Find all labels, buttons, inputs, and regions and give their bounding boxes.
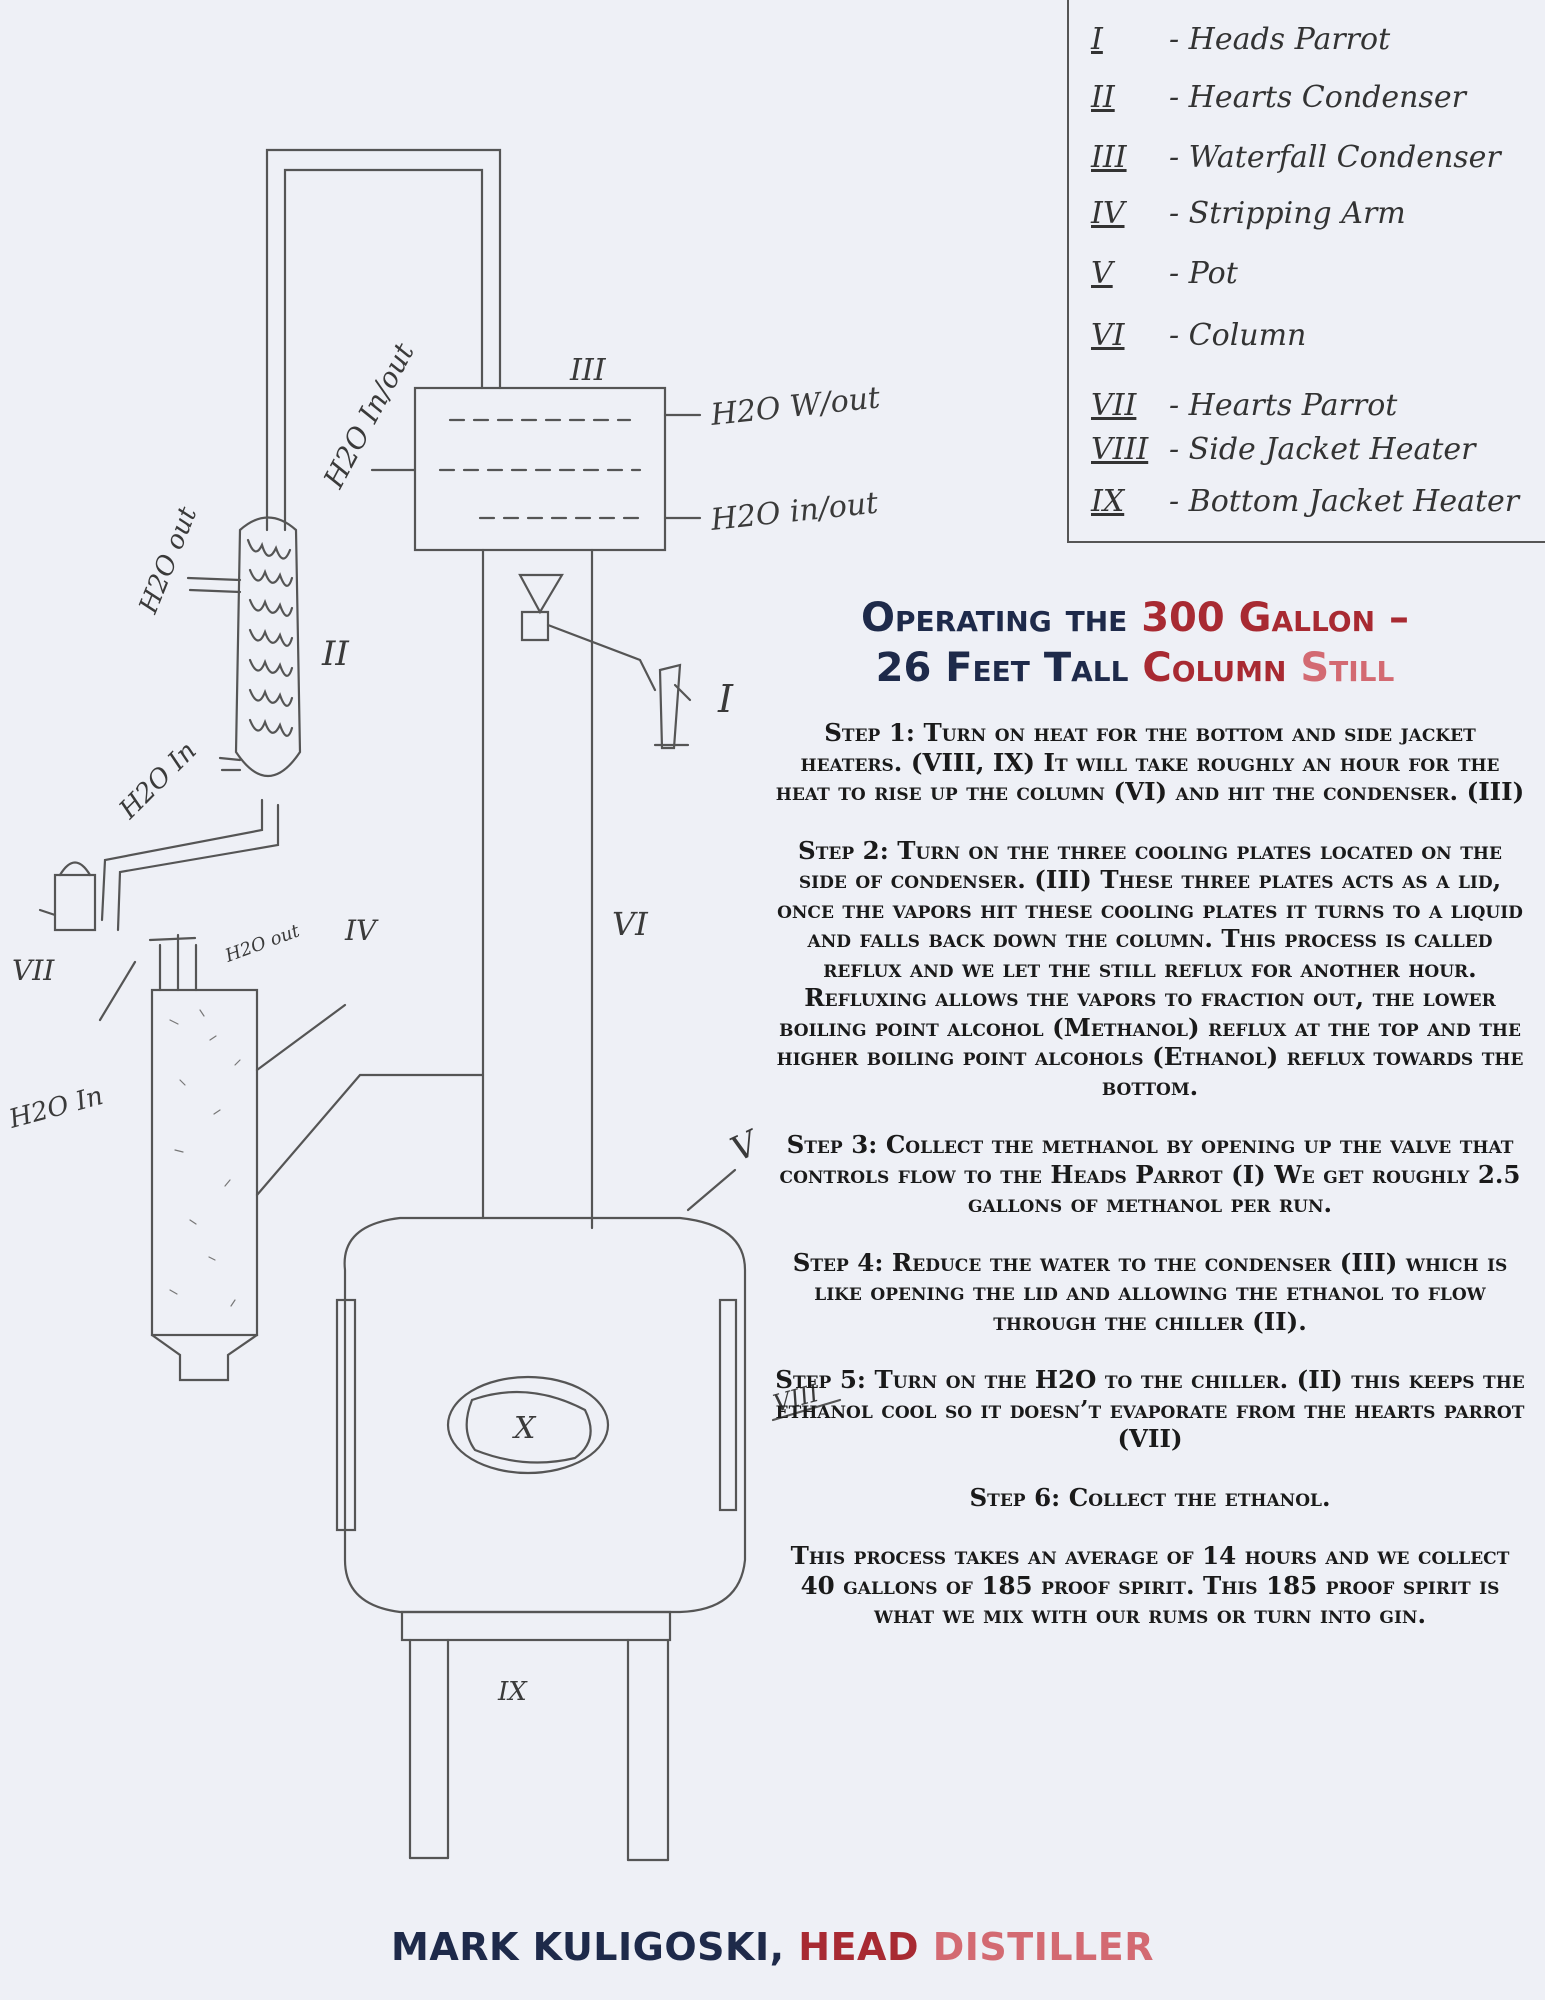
step-1: Step 1: Turn on heat for the bottom and … — [775, 718, 1525, 806]
legend-panel: I- Heads Parrot II- Hearts Condenser III… — [1067, 0, 1545, 543]
stripping-arm-body — [150, 988, 259, 1337]
page-title: Operating the 300 Gallon – 26 Feet Tall … — [861, 595, 1409, 691]
summary: This process takes an average of 14 hour… — [790, 1541, 1510, 1629]
label-column: VI — [612, 905, 649, 943]
legend-item: VII- Hearts Parrot — [1091, 388, 1398, 423]
step-6: Step 6: Collect the ethanol. — [969, 1482, 1331, 1512]
label-pot-x: X — [512, 1411, 537, 1446]
pot-body — [343, 1216, 747, 1614]
label-h2o-out: H2O out — [133, 502, 203, 618]
label-h2o-out-small: H2O out — [222, 920, 303, 967]
label-h2o-in-out-bottom: H2O in/out — [708, 486, 881, 539]
pot-sightglass — [446, 1375, 610, 1475]
label-h2o-w-out: H2O W/out — [708, 380, 882, 433]
label-bottom-jacket: IX — [497, 1677, 528, 1707]
label-hearts-condenser: II — [321, 634, 349, 674]
gooseneck-inner — [283, 168, 484, 532]
label-h2o-in: H2O In — [113, 736, 203, 826]
legend-item: VIII- Side Jacket Heater — [1091, 432, 1476, 467]
step-2: Step 2: Turn on the three cooling plates… — [776, 835, 1524, 1101]
label-h2o-in-low: H2O In — [5, 1081, 106, 1135]
label-stripping-arm: IV — [344, 914, 379, 947]
bottom-jacket — [400, 1610, 672, 1642]
step-4: Step 4: Reduce the water to the condense… — [792, 1247, 1508, 1336]
heads-funnel — [518, 573, 564, 615]
label-pot: V — [725, 1122, 767, 1170]
legend-item: VI- Column — [1091, 318, 1307, 353]
legend-item: IV- Stripping Arm — [1091, 196, 1406, 231]
gooseneck-outer — [265, 148, 502, 532]
legend-item: IX- Bottom Jacket Heater — [1091, 484, 1520, 519]
side-jacket-left — [335, 1298, 357, 1532]
label-heads-parrot: I — [717, 677, 734, 721]
instructions: Step 1: Turn on heat for the bottom and … — [775, 718, 1525, 1659]
label-hearts-parrot: VII — [12, 954, 55, 987]
legend-item: V- Pot — [1091, 256, 1238, 291]
signature: MARK KULIGOSKI, HEAD DISTILLER — [391, 1925, 1154, 1969]
legend-item: III- Waterfall Condenser — [1091, 140, 1501, 175]
legend-item: II- Hearts Condenser — [1091, 80, 1466, 115]
legend-item: I- Heads Parrot — [1091, 22, 1391, 57]
label-waterfall: III — [569, 353, 607, 388]
side-jacket-right — [718, 1298, 738, 1512]
hearts-parrot-box — [53, 873, 97, 932]
step-3: Step 3: Collect the methanol by opening … — [779, 1130, 1521, 1218]
hearts-condenser-body — [234, 516, 302, 778]
step-5: Step 5: Turn on the H2O to the chiller. … — [775, 1365, 1525, 1453]
